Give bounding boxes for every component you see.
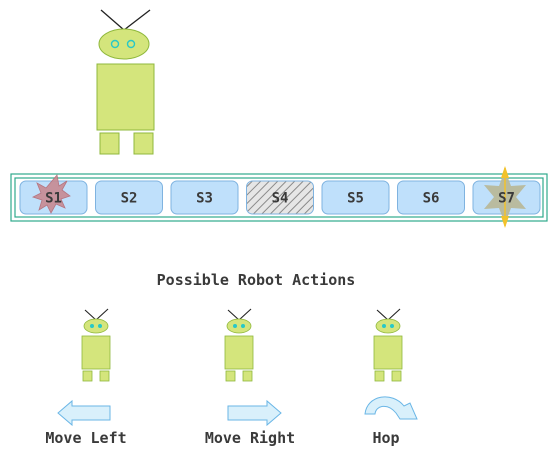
robot-foot-left (99, 132, 120, 155)
state-label: S5 (347, 191, 364, 207)
state-label: S4 (272, 191, 289, 207)
robot-antenna-right (387, 308, 401, 321)
state-label: S3 (196, 191, 213, 207)
robot-large (96, 9, 155, 155)
star-accent-tip-bottom (501, 216, 509, 228)
state-s2 (95, 180, 163, 215)
robot-antenna-left (100, 9, 125, 31)
robot-eye-left (382, 324, 386, 328)
robot-antenna-left (84, 309, 97, 321)
track-outer-border (10, 173, 548, 222)
hop-label: Hop (372, 429, 399, 447)
state-box (397, 180, 465, 215)
robot-head (98, 28, 150, 60)
robot-body (373, 335, 403, 370)
robot-eye-left (233, 324, 237, 328)
robot-eye-right (126, 39, 136, 49)
robot-eye-right (98, 324, 102, 328)
state-box (95, 180, 163, 215)
state-track (10, 173, 548, 222)
state-label: S2 (121, 191, 138, 207)
state-s5 (321, 180, 390, 215)
arrow-right-icon (227, 399, 282, 427)
robot-antenna-right (238, 308, 252, 321)
robot-antenna-left (376, 309, 389, 321)
state-label: S7 (498, 191, 515, 207)
move-right-label: Move Right (205, 429, 295, 447)
curved-arrow-icon (364, 396, 418, 420)
robot-foot-left (374, 370, 385, 382)
robot-eye-right (390, 324, 394, 328)
robot-small (224, 308, 254, 382)
robot-foot-right (99, 370, 110, 382)
state-box (170, 180, 239, 215)
arrow-left-icon (57, 399, 111, 427)
state-box (246, 180, 314, 215)
robot-small (81, 308, 111, 382)
state-markers (31, 166, 526, 228)
move-left-action: Move Left (45, 399, 127, 447)
state-s3 (170, 180, 239, 215)
robot-eye-left (110, 39, 120, 49)
robot-head (375, 318, 401, 334)
robot-foot-left (82, 370, 93, 382)
robot-head (83, 318, 109, 334)
robot-antenna-right (123, 9, 151, 31)
robot-body (81, 335, 111, 370)
move-right-action: Move Right (205, 399, 295, 447)
robot-body (224, 335, 254, 370)
star-accent-tip-top (501, 166, 509, 178)
hop-action: Hop (364, 396, 418, 447)
robot-antenna-left (227, 309, 240, 321)
robot-foot-right (391, 370, 402, 382)
robot-body (96, 63, 155, 131)
robot-foot-right (242, 370, 253, 382)
robot-head (226, 318, 252, 334)
robot-foot-right (133, 132, 154, 155)
state-s6 (397, 180, 465, 215)
robot-eye-left (90, 324, 94, 328)
actions-title: Possible Robot Actions (157, 271, 356, 289)
red-burst-marker (31, 174, 71, 214)
state-label: S1 (45, 191, 62, 207)
robot-foot-left (225, 370, 236, 382)
robot-small (373, 308, 403, 382)
state-label: S6 (423, 191, 440, 207)
move-left-label: Move Left (45, 429, 126, 447)
robot-eye-right (241, 324, 245, 328)
robot-antenna-right (95, 308, 109, 321)
state-box (321, 180, 390, 215)
state-s4 (246, 180, 314, 215)
action-robots (81, 308, 403, 382)
track-inner-border (14, 177, 544, 218)
